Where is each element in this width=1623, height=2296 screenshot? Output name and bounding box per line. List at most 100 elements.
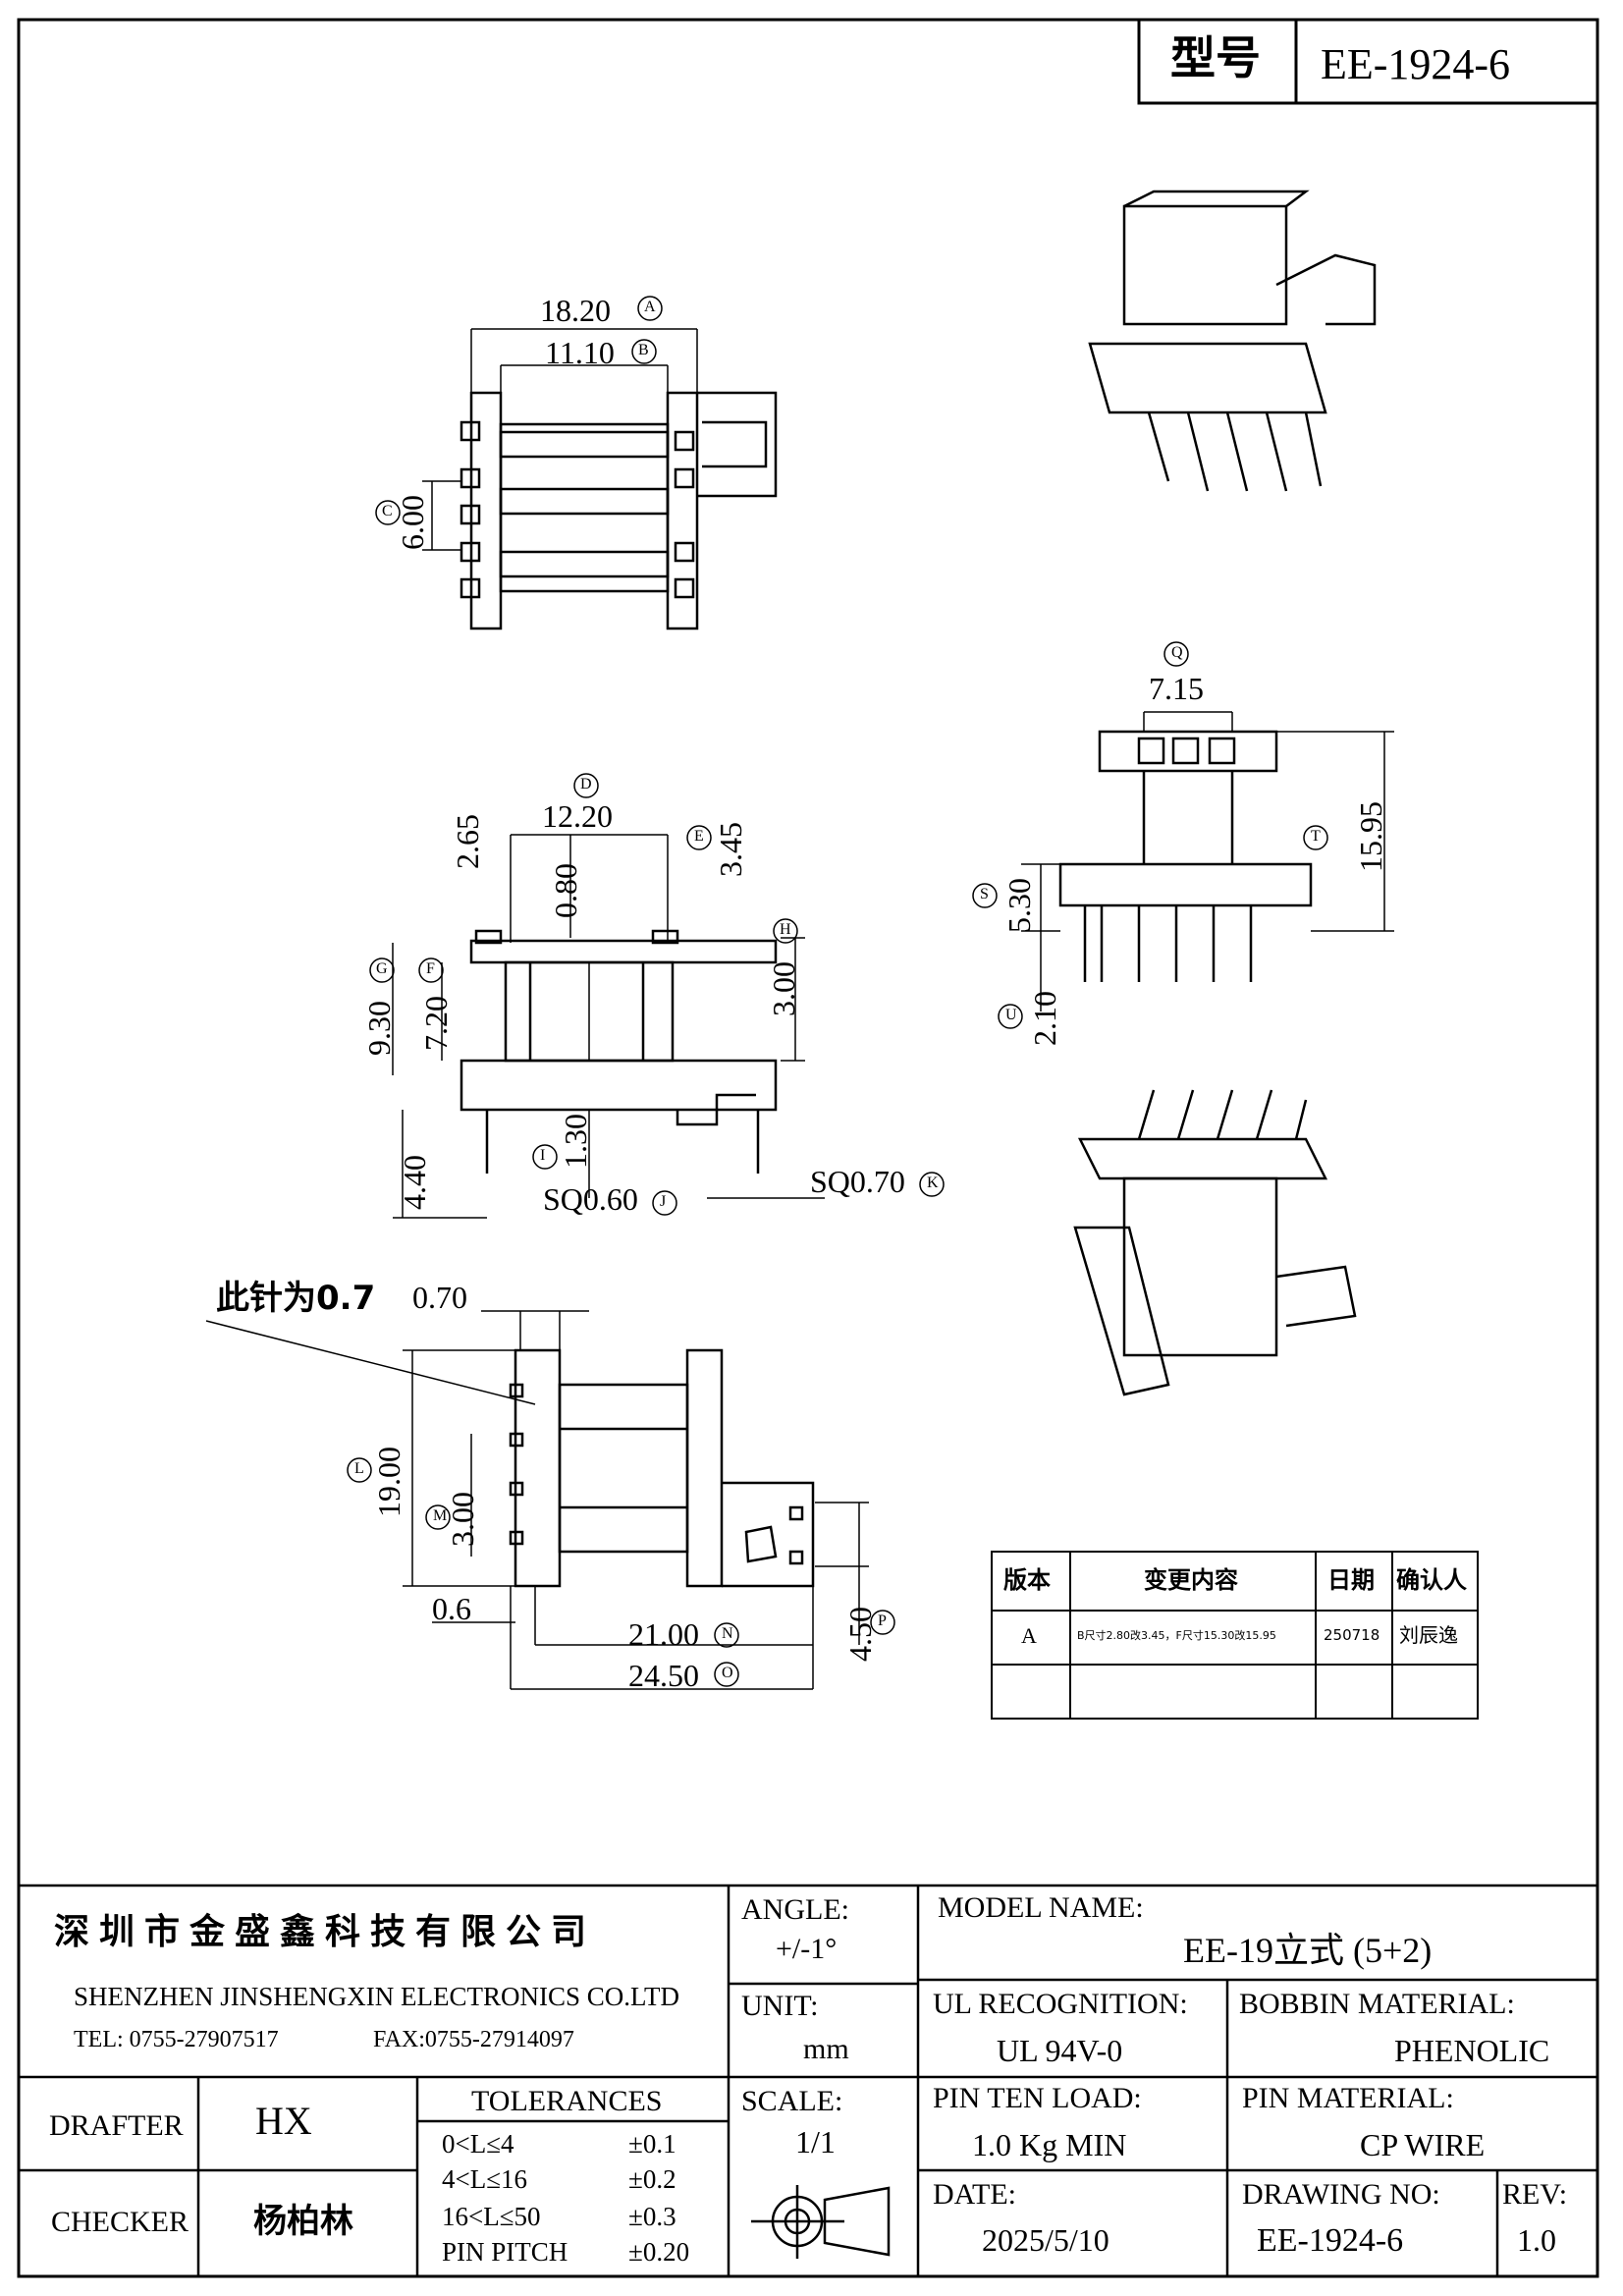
dim-l-value: 19.00: [371, 1447, 406, 1517]
dim-k-marker: K: [927, 1175, 939, 1191]
dim-g-value: 9.30: [361, 1001, 397, 1056]
rev-header-confirmed: 确认人: [1396, 1566, 1467, 1594]
dim-q-marker: Q: [1171, 644, 1183, 661]
dim-p-value: 4.50: [842, 1607, 878, 1662]
dim-o-marker: O: [722, 1665, 733, 1681]
rev-label: REV:: [1502, 2178, 1568, 2211]
dim-b-marker: B: [638, 342, 649, 358]
front-view-drawing: [460, 929, 778, 1174]
dim-0.6-value: 0.6: [432, 1591, 471, 1626]
model-box-frame: [1137, 18, 1599, 105]
pin-load-label: PIN TEN LOAD:: [933, 2082, 1142, 2114]
tol-range-2: 4<L≤16: [442, 2164, 528, 2194]
revision-table-grid: [991, 1551, 1479, 1720]
dim-m-marker: M: [433, 1507, 448, 1524]
dim-e-value: 3.45: [713, 822, 748, 877]
checker-label: CHECKER: [51, 2206, 189, 2238]
dim-u-value: 2.10: [1027, 991, 1062, 1046]
dim-k-value: SQ0.70: [810, 1164, 905, 1199]
company-tel: TEL: 0755-27907517: [74, 2027, 279, 2052]
dim-c-marker: C: [382, 503, 393, 519]
dim-e-marker: E: [694, 828, 704, 845]
drafter-label: DRAFTER: [49, 2109, 184, 2142]
dim-c-value: 6.00: [395, 495, 430, 550]
angle-value: +/-1°: [776, 1933, 838, 1965]
model-name-label: MODEL NAME:: [938, 1891, 1144, 1924]
dim-b-value: 11.10: [545, 335, 615, 370]
rev-row-version: A: [1021, 1623, 1037, 1648]
company-name-en: SHENZHEN JINSHENGXIN ELECTRONICS CO.LTD: [74, 1982, 679, 2011]
checker-value: 杨柏林: [253, 2202, 353, 2241]
rev-row-date: 250718: [1324, 1626, 1380, 1644]
dim-0.80-value: 0.80: [548, 863, 583, 918]
dim-a-marker: A: [644, 299, 656, 315]
dim-m-value: 3.00: [445, 1492, 480, 1547]
top-view-drawing: [460, 391, 778, 630]
dim-f-marker: F: [426, 960, 435, 977]
drafter-value: HX: [255, 2099, 312, 2143]
rev-row-changes: B尺寸2.80改3.45，F尺寸15.30改15.95: [1077, 1629, 1276, 1642]
dim-j-value: SQ0.60: [543, 1181, 638, 1217]
isometric-view-top: [1088, 190, 1377, 492]
ul-value: UL 94V-0: [997, 2033, 1123, 2068]
tol-value-3: ±0.3: [628, 2202, 676, 2231]
model-name-value: EE-19立式 (5+2): [1183, 1931, 1433, 1970]
dim-d-marker: D: [580, 776, 592, 793]
rev-header-version: 版本: [1003, 1566, 1051, 1594]
dim-g-marker: G: [376, 960, 388, 977]
company-fax: FAX:0755-27914097: [373, 2027, 574, 2052]
bobbin-label: BOBBIN MATERIAL:: [1239, 1988, 1515, 2020]
dim-2.65-value: 2.65: [450, 814, 485, 869]
pin-material-label: PIN MATERIAL:: [1242, 2082, 1454, 2114]
bottom-view-drawing: [509, 1348, 815, 1588]
tolerances-label: TOLERANCES: [471, 2085, 663, 2117]
dim-h-marker: H: [780, 921, 791, 938]
tol-range-3: 16<L≤50: [442, 2202, 541, 2231]
pin-load-value: 1.0 Kg MIN: [972, 2127, 1127, 2162]
date-label: DATE:: [933, 2178, 1016, 2211]
ul-label: UL RECOGNITION:: [933, 1988, 1188, 2020]
unit-value: mm: [803, 2033, 849, 2065]
pin-note: 此针为0.7: [216, 1279, 376, 1318]
scale-value: 1/1: [795, 2124, 836, 2159]
model-label: 型号: [1170, 31, 1261, 84]
dim-s-value: 5.30: [1001, 878, 1037, 933]
bobbin-value: PHENOLIC: [1394, 2033, 1550, 2068]
dim-q-value: 7.15: [1149, 671, 1204, 706]
drawing-no-label: DRAWING NO:: [1242, 2178, 1440, 2211]
sheet-border: [17, 18, 1599, 2278]
title-block-grid: [19, 1884, 1597, 2276]
dim-4.40-value: 4.40: [397, 1155, 432, 1210]
company-name-cn: 深圳市金盛鑫科技有限公司: [54, 1912, 597, 1952]
dim-o-value: 24.50: [628, 1658, 699, 1693]
rev-header-date: 日期: [1327, 1566, 1375, 1594]
unit-label: UNIT:: [741, 1990, 819, 2022]
dim-h-value: 3.00: [766, 961, 801, 1016]
rev-value: 1.0: [1517, 2222, 1556, 2258]
rev-row-confirmed: 刘辰逸: [1399, 1623, 1458, 1647]
dim-n-marker: N: [722, 1625, 733, 1642]
dim-i-marker: I: [540, 1147, 546, 1164]
dim-a-value: 18.20: [540, 293, 611, 328]
pin-material-value: CP WIRE: [1360, 2127, 1486, 2162]
dim-f-value: 7.20: [418, 996, 454, 1051]
tol-value-1: ±0.1: [628, 2129, 676, 2159]
tol-value-4: ±0.20: [628, 2237, 690, 2267]
dim-p-marker: P: [878, 1613, 887, 1629]
dim-n-value: 21.00: [628, 1616, 699, 1652]
dim-t-value: 15.95: [1353, 801, 1388, 872]
side-view-drawing: [1058, 730, 1313, 982]
dim-d-value: 12.20: [542, 798, 613, 834]
dim-u-marker: U: [1005, 1007, 1017, 1023]
rev-header-changes: 变更内容: [1144, 1566, 1238, 1594]
angle-label: ANGLE:: [741, 1893, 849, 1926]
tol-range-4: PIN PITCH: [442, 2237, 568, 2267]
model-number: EE-1924-6: [1321, 40, 1511, 88]
tol-range-1: 0<L≤4: [442, 2129, 514, 2159]
dim-l-marker: L: [354, 1460, 364, 1477]
dim-t-marker: T: [1311, 828, 1321, 845]
dim-j-marker: J: [660, 1193, 667, 1210]
dim-i-value: 1.30: [558, 1114, 593, 1169]
dim-0.70-value: 0.70: [412, 1280, 467, 1315]
